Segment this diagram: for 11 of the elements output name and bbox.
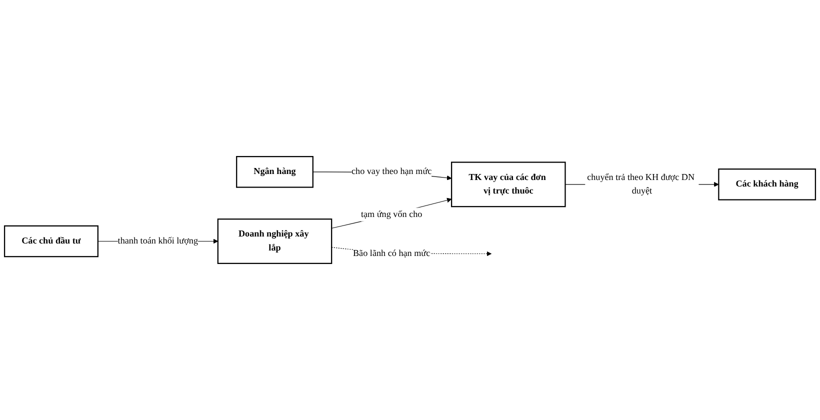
edge-label: cho vay theo hạn mức — [351, 166, 432, 176]
node-box: Doanh nghiệp xây lắp — [217, 218, 332, 264]
edge-label: thanh toán khối lượng — [118, 236, 198, 246]
edge-label: Bão lãnh có hạn mức — [352, 248, 430, 258]
edge-label: chuyển trả theo KH được DN duyệt — [587, 172, 695, 196]
node-box: Ngân hàng — [236, 156, 314, 188]
arrow — [331, 198, 452, 229]
node-box: TK vay của các đơn vị trực thuôc — [450, 162, 566, 208]
node-box: Các khách hàng — [718, 168, 816, 200]
node-box: Các chủ đầu tư — [4, 225, 98, 258]
edge-label: tạm ứng vốn cho — [360, 209, 422, 220]
